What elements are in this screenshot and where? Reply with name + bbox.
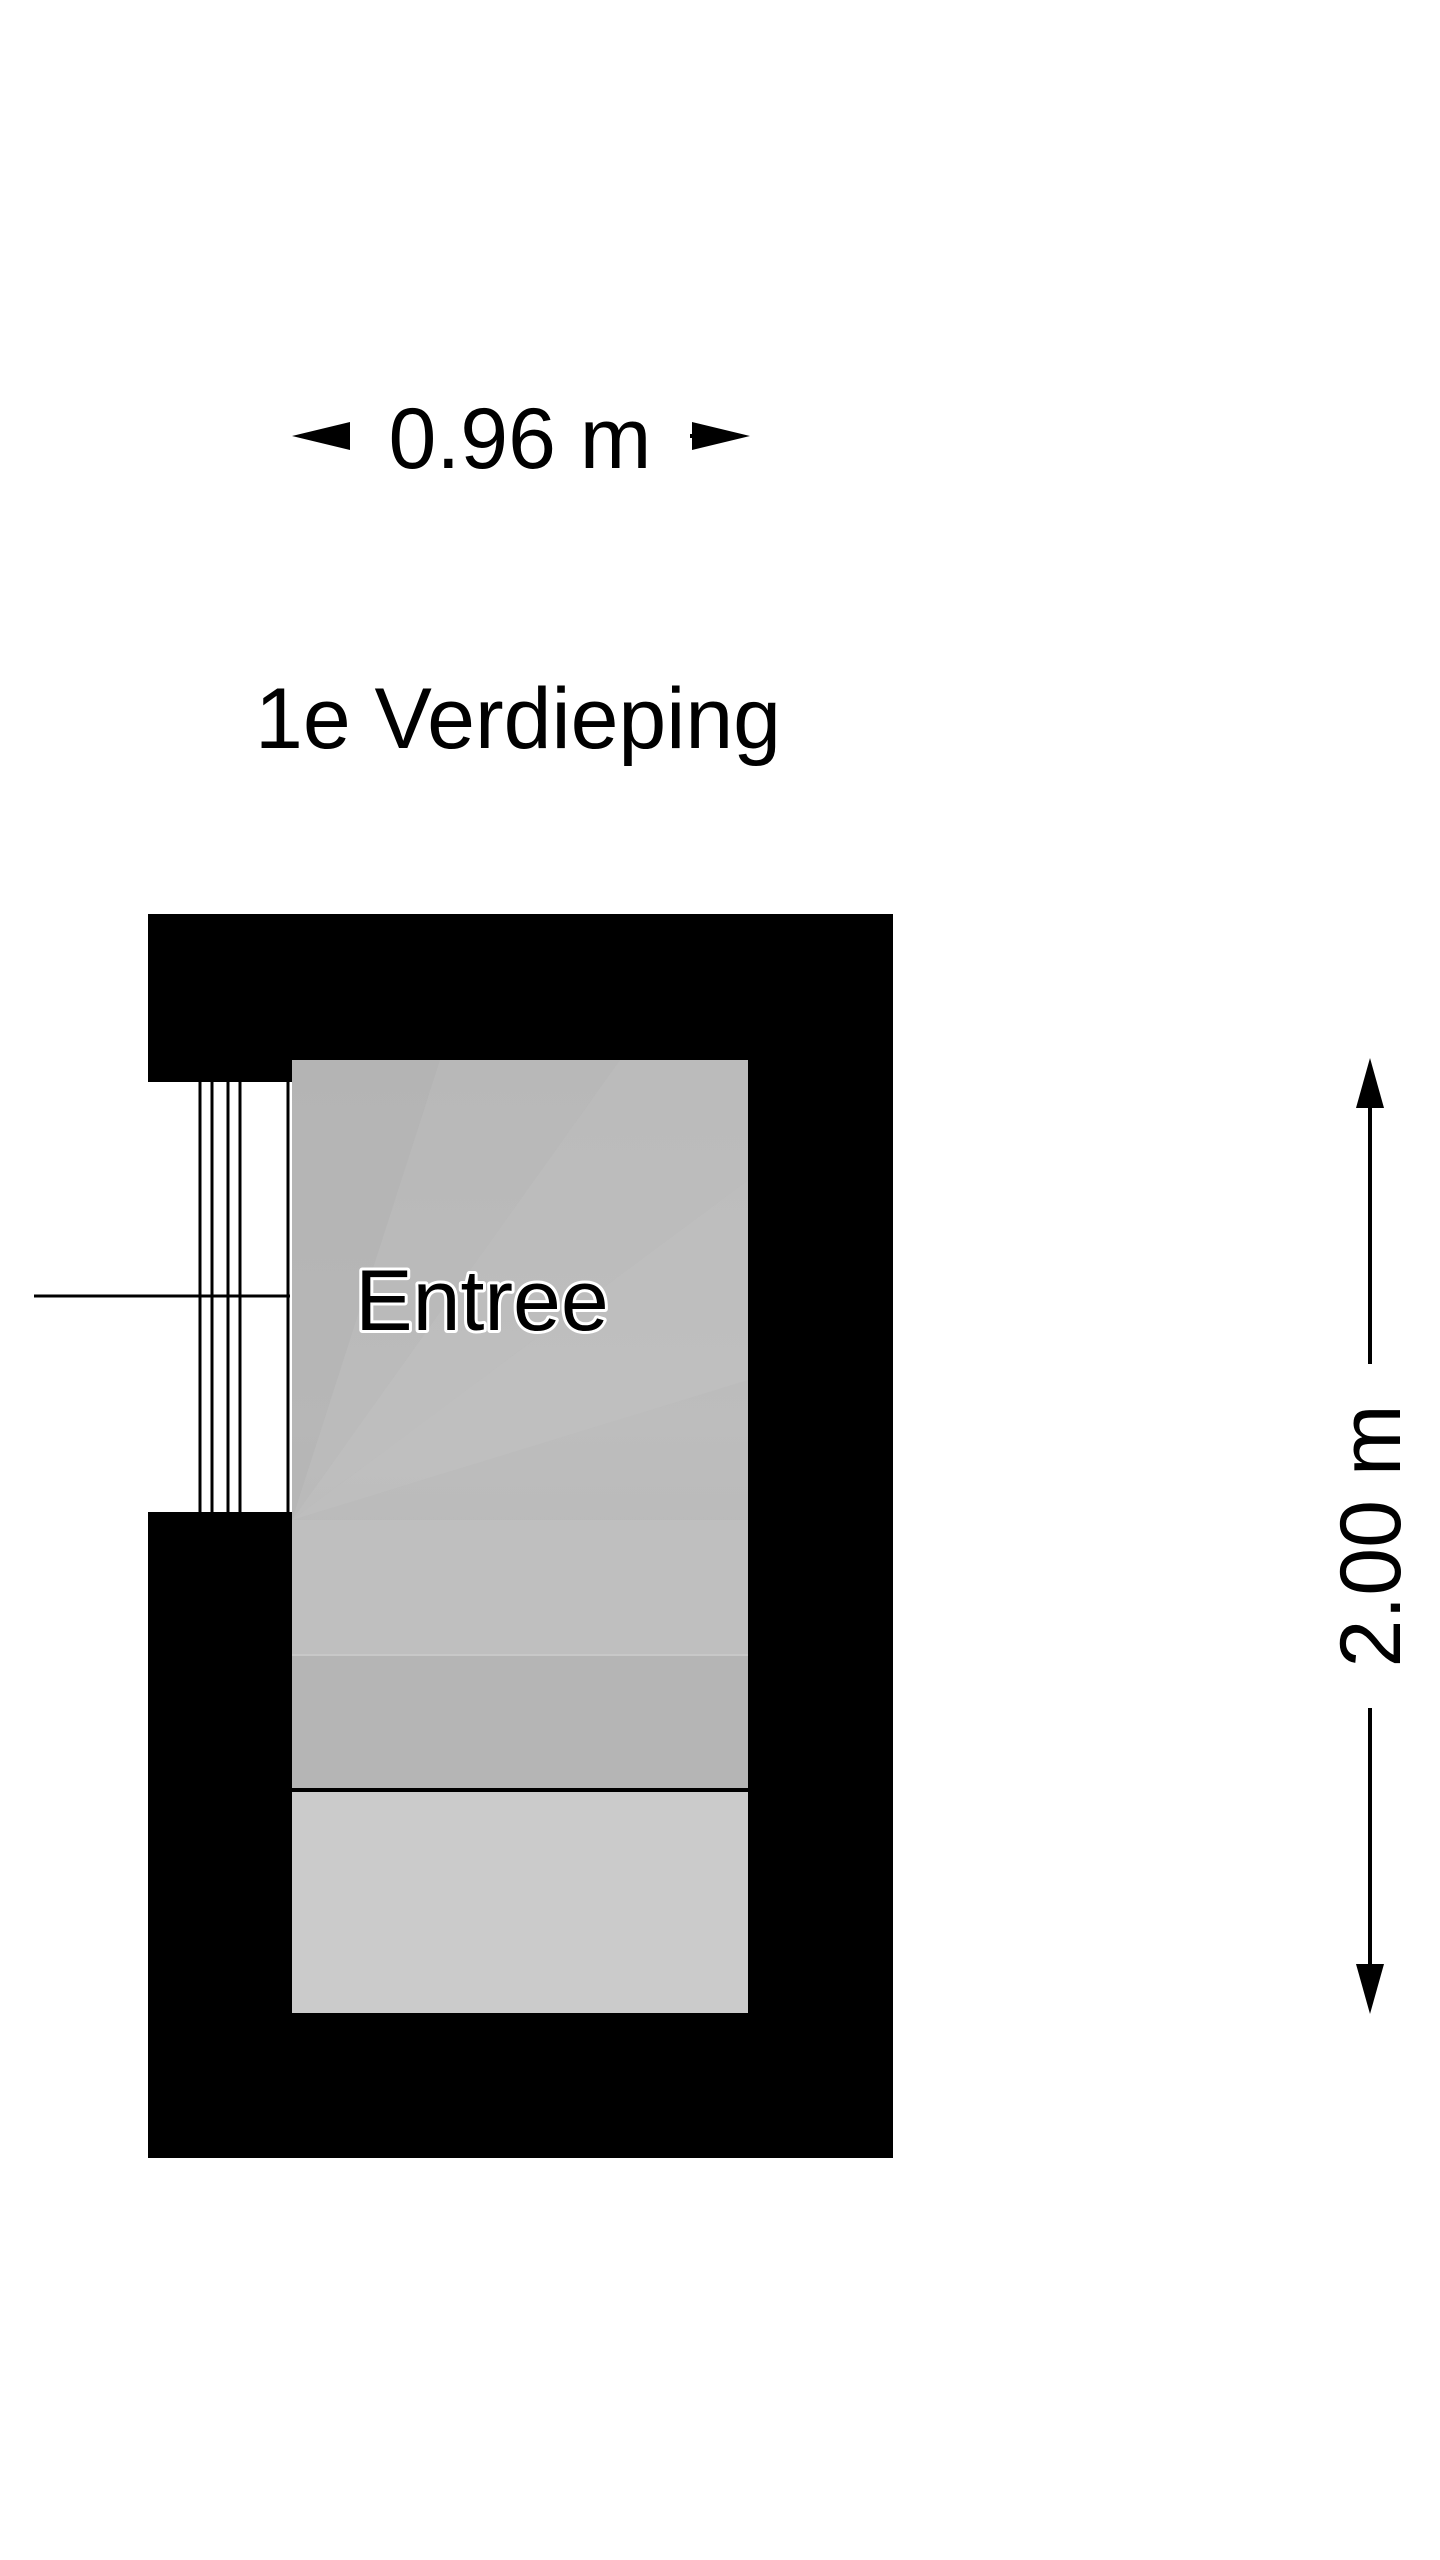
arrow-down-icon [1356,1964,1384,2014]
height-dimension: 2.00 m [1323,1058,1419,2014]
walls [148,914,893,2158]
width-dimension-label: 0.96 m [389,391,652,487]
arrow-right-icon [692,422,750,450]
height-dimension-label: 2.00 m [1323,1405,1419,1668]
door-opening [34,1082,292,1512]
landing [292,1788,748,2013]
width-dimension: 0.96 m [292,391,750,487]
arrow-left-icon [292,422,350,450]
arrow-up-icon [1356,1058,1384,1108]
room-label-entree: Entree [355,1253,608,1349]
stair-area [292,1060,748,1790]
floor-title: 1e Verdieping [255,671,781,767]
